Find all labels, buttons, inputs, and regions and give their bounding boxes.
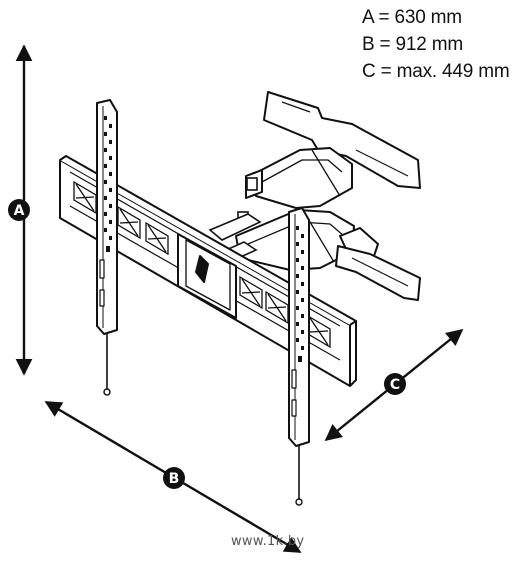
watermark: www.1k.by bbox=[231, 534, 305, 549]
marker-b-label: B bbox=[169, 471, 180, 487]
right-bracket-holes bbox=[296, 226, 304, 362]
marker-a-label: A bbox=[14, 203, 25, 219]
dimension-a-text: A = 630 mm bbox=[362, 7, 462, 28]
center-clamp bbox=[177, 233, 237, 319]
marker-c: C bbox=[384, 373, 406, 395]
wall-plate bbox=[263, 91, 421, 189]
marker-c-label: C bbox=[390, 377, 400, 393]
wall-plate-lower bbox=[335, 245, 421, 301]
dimension-c-text: C = max. 449 mm bbox=[362, 61, 510, 82]
dimension-b-text: B = 912 mm bbox=[362, 34, 463, 55]
marker-b: B bbox=[163, 467, 185, 489]
marker-a: A bbox=[8, 199, 30, 221]
swing-arm-upper bbox=[245, 147, 353, 209]
left-bracket-holes bbox=[104, 116, 112, 252]
